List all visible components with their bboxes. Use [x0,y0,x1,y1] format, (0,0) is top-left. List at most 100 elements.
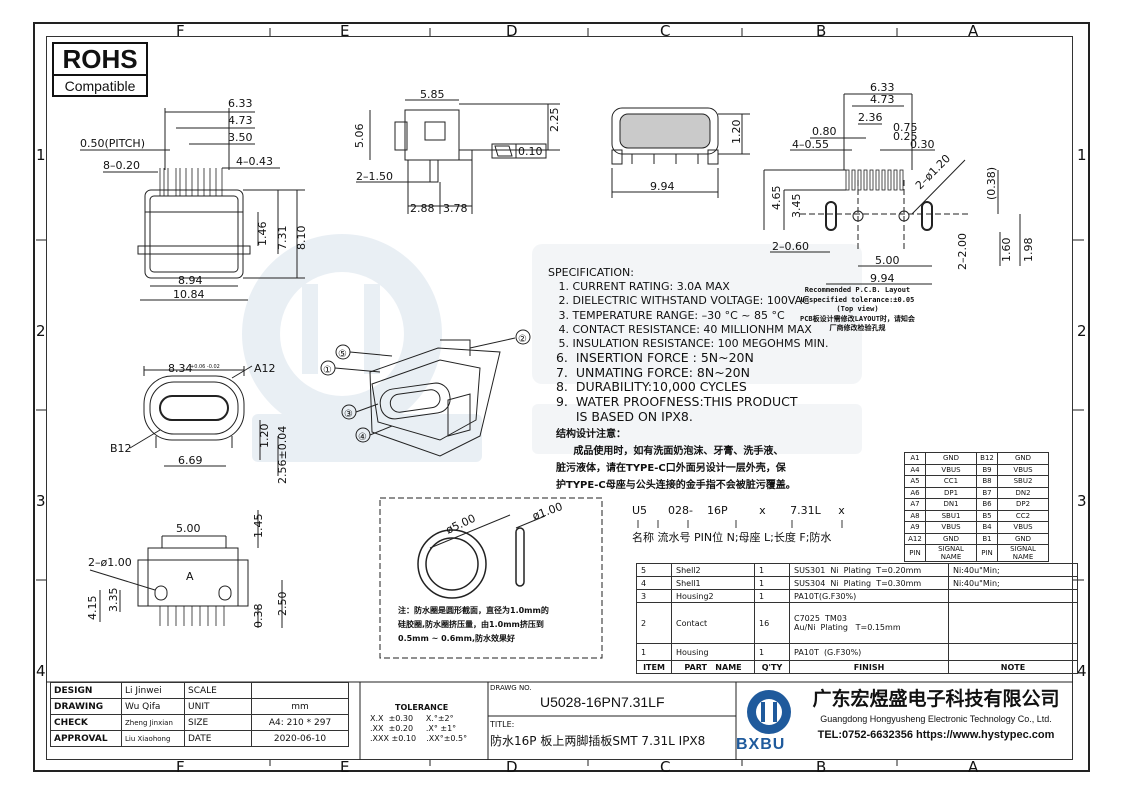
bom-cell: Housing [671,643,755,661]
bom-cell: 4 [636,576,672,590]
bom-cell: SUS301 Ni Plating T=0.20mm [789,563,949,577]
watermark-logo [242,234,862,462]
zone-label: D [506,22,518,40]
pin-cell: VBUS [997,463,1049,476]
bom-cell: FINISH [789,660,949,674]
zone-label: 2 [36,322,46,340]
seal-ring-note: 注：防水圈是圆形截面，直径为1.0mm的 硅胶圈,防水圈挤压量，由1.0mm挤压… [398,606,549,643]
dim-label: 1.60 [1000,238,1013,263]
callout-4: ④ [358,432,367,443]
pin-cell: B5 [976,509,998,522]
dim-label: 6.33 [870,81,895,94]
dim-label: 0.75 [893,121,918,134]
pin-cell: PIN [976,544,998,562]
bom-cell: PA10T(G.F30%) [789,589,949,603]
spec-line: 7. UNMATING FORCE: 8N~20N [555,364,750,380]
dim-label: 10.84 [173,288,205,301]
tb-label: CHECK [50,714,122,731]
zone-label: E [340,758,350,776]
spec-title: SPECIFICATION: [548,266,634,279]
dim-label: 3.50 [228,131,253,144]
pin-cell: VBUS [925,521,977,534]
tb-label: DRAWING [50,698,122,715]
pin-cell: SBU1 [925,509,977,522]
dim-label: 6.69 [178,454,203,467]
rohs-subtitle: Compatible [64,78,136,94]
pin-cell: A9 [904,521,926,534]
tb-label: DATE [184,730,252,747]
pin-cell: A5 [904,475,926,488]
drawing-number: U5028-16PN7.31LF [540,694,665,710]
tb-label: DESIGN [50,682,122,699]
dim-label: (0.38) [985,167,998,200]
pin-cell: GND [925,452,977,465]
company-logo-icon [747,690,791,734]
zone-label: 4 [36,662,46,680]
zone-label: 1 [36,146,46,164]
spec-line: 9. WATER PROOFNESS:THIS PRODUCT [555,394,798,409]
dim-label: 2–2.00 [956,233,969,270]
dim-label: 1.20 [258,424,271,449]
dim-label: 3.45 [790,194,803,219]
drawing-border [33,22,1090,772]
dim-label: A [186,570,194,583]
pin-cell: B8 [976,475,998,488]
zone-label: 2 [1077,322,1087,340]
bom-cell: 16 [754,602,790,644]
part-desc: 流水号 [657,531,691,544]
zone-label: 4 [1077,662,1087,680]
dim-label: 5.85 [420,88,445,101]
company-info: 广东宏煜盛电子科技有限公司 Guangdong Hongyusheng Elec… [800,684,1072,741]
pin-cell: DN1 [925,498,977,511]
part-desc: F;防水 [799,531,832,544]
part-desc: PIN位 [694,531,724,544]
dim-label: 0.38 [252,604,265,629]
bom-cell: Shell2 [671,563,755,577]
dim-label: 8.34 [168,362,193,375]
dim-label: 4.73 [870,93,895,106]
dim-label: 2.56±0.04 [276,426,289,484]
dim-label: 1.20 [730,120,743,145]
bom-cell: 1 [754,589,790,603]
tb-value [251,682,349,699]
callout-3: ③ [344,409,353,420]
spec-line: 8. DURABILITY:10,000 CYCLES [555,379,747,395]
part-code: 16P [707,504,728,517]
zone-label: 3 [1077,492,1087,510]
pin-cell: A6 [904,486,926,499]
bom-cell: 1 [636,643,672,661]
bom-cell: C7025 TM03 Au/Ni Plating T=0.15mm [789,602,949,644]
dim-label: 2–ø1.00 [88,556,132,569]
tb-value: mm [251,698,349,715]
dim-label: 0.30 [910,138,935,151]
specification: SPECIFICATION: 1. CURRENT RATING: 3.0A M… [548,266,828,424]
pin-cell: B9 [976,463,998,476]
pin-cell: DP2 [997,498,1049,511]
bom-cell: NOTE [948,660,1078,674]
company-name-cn: 广东宏煜盛电子科技有限公司 [812,688,1060,710]
dim-label: 0.25 [893,130,918,143]
part-desc: N;母座 [726,531,761,544]
dim-label: 1.98 [1022,238,1035,263]
pin-cell: DN2 [997,486,1049,499]
tb-value: Li Jinwei [121,682,185,699]
zone-label: E [340,22,350,40]
drawing-number-label: DRAWG NO. [490,684,532,692]
callout-2: ② [518,334,527,345]
bom-cell: ITEM [636,660,672,674]
pin-cell: B4 [976,521,998,534]
callout-1: ① [323,365,332,376]
bom-cell: 3 [636,589,672,603]
bom-cell: Ni:40u"Min; [948,576,1078,590]
pin-cell: SBU2 [997,475,1049,488]
dim-label: 2.88 [410,202,435,215]
dim-label: 8.94 [178,274,203,287]
part-code: x [838,504,845,517]
